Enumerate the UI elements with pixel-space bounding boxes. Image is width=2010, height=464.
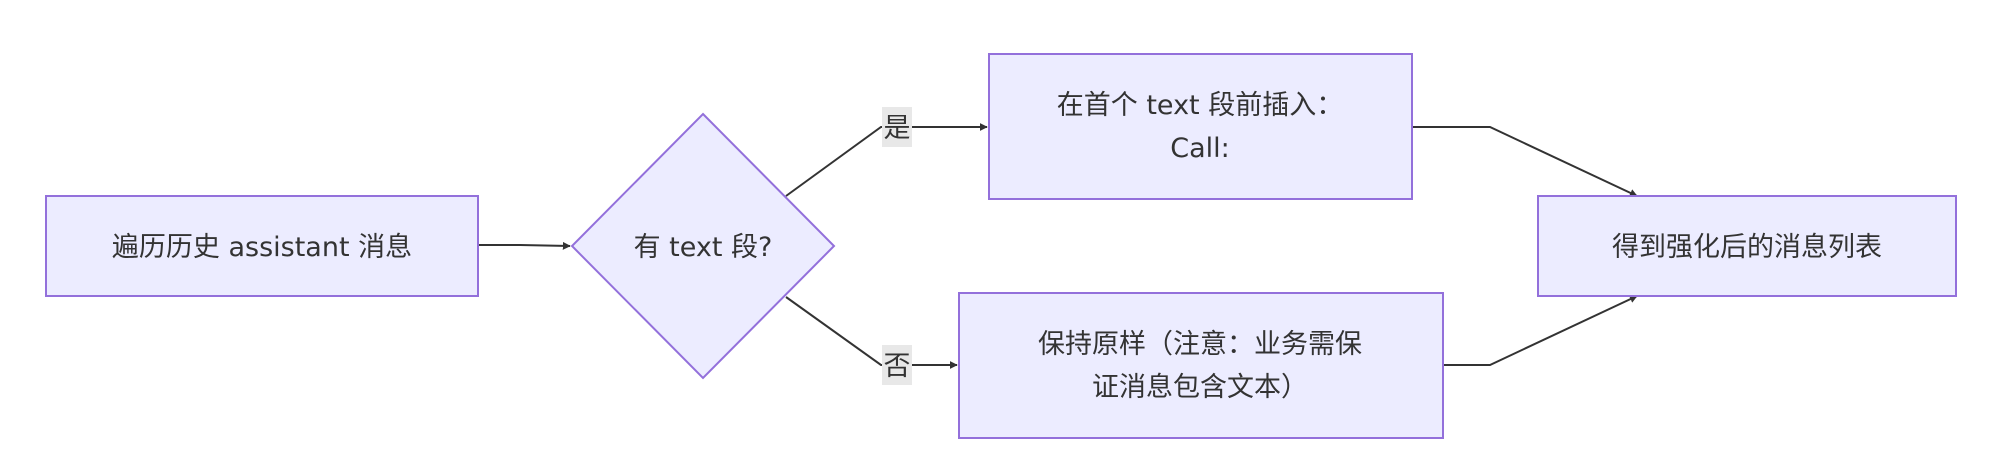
edge-label-yes-text: 是	[884, 113, 911, 144]
node-no-branch-line1: 保持原样（注意：业务需保	[1038, 329, 1362, 360]
node-decision-label: 有 text 段?	[634, 232, 773, 263]
node-decision: 有 text 段?	[570, 112, 836, 380]
node-yes-branch: 在首个 text 段前插入： Call:	[988, 53, 1413, 200]
node-start-label: 遍历历史 assistant 消息	[112, 232, 412, 263]
edge-label-no-text: 否	[884, 351, 911, 382]
node-end: 得到强化后的消息列表	[1537, 195, 1957, 297]
edge-label-no: 否	[882, 345, 912, 385]
node-yes-branch-line1: 在首个 text 段前插入：	[1057, 90, 1343, 121]
node-no-branch: 保持原样（注意：业务需保 证消息包含文本）	[958, 292, 1444, 439]
edge-decision-to-no	[785, 296, 958, 369]
edge-label-yes: 是	[882, 107, 912, 147]
edge-decision-to-yes	[785, 123, 988, 197]
edge-no-to-end	[1443, 295, 1638, 366]
node-yes-branch-line2: Call:	[1170, 133, 1230, 164]
node-start: 遍历历史 assistant 消息	[45, 195, 479, 297]
edge-start-to-decision	[476, 241, 571, 250]
edge-yes-to-end	[1413, 126, 1638, 197]
node-end-label: 得到强化后的消息列表	[1612, 232, 1882, 263]
node-no-branch-line2: 证消息包含文本）	[1092, 372, 1308, 403]
